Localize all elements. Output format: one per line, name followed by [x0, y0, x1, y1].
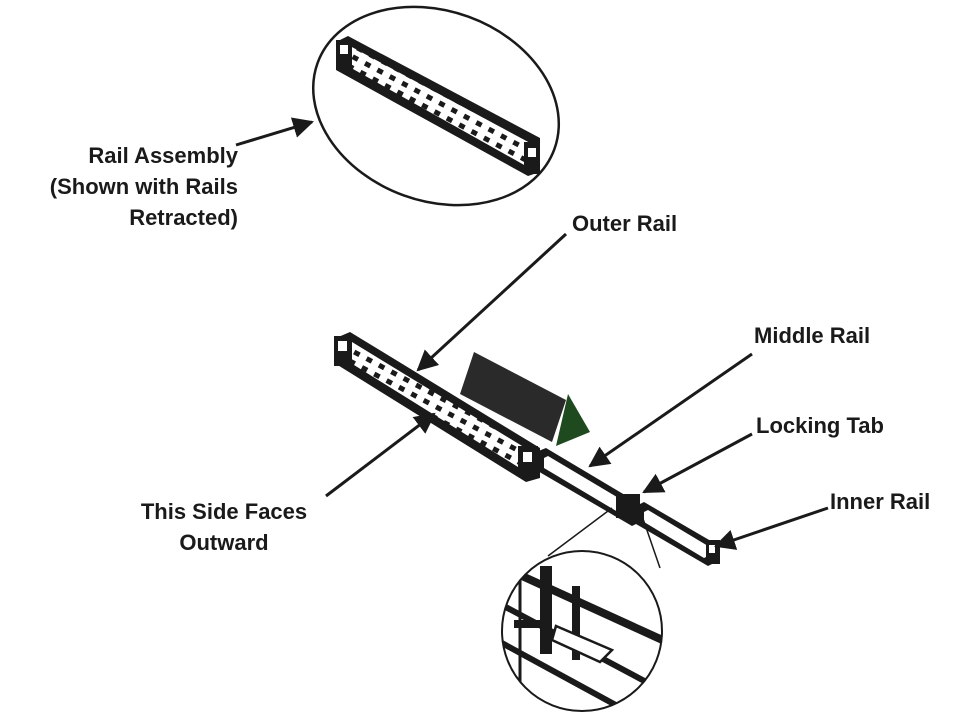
- rail-assembly-pointer: [235, 117, 315, 147]
- rail-assembly-label: Rail Assembly (Shown with Rails Retracte…: [49, 143, 238, 230]
- rail-assembly-callout: [311, 5, 561, 207]
- pointer-arrows: [235, 117, 829, 550]
- outward-side-pointer: [325, 412, 436, 498]
- direction-arrow-body: [460, 352, 566, 442]
- locking-tab-pointer: [642, 432, 753, 494]
- outer-rail-label: Outer Rail: [572, 211, 678, 236]
- direction-arrow-head: [556, 394, 590, 446]
- locking-tab-label: Locking Tab: [756, 413, 884, 438]
- direction-arrow: [460, 352, 590, 446]
- middle-rail-label: Middle Rail: [754, 323, 871, 348]
- outer-rail-pointer: [416, 232, 568, 372]
- middle-rail-pointer: [588, 352, 753, 468]
- retracted-rail-image: [336, 36, 540, 176]
- locking-tab-zoom: [501, 507, 663, 712]
- inner-rail-pointer: [714, 506, 829, 550]
- rail-assembly-oval: [311, 5, 561, 207]
- extended-rail-image: [334, 332, 720, 566]
- inner-rail-label: Inner Rail: [830, 489, 931, 514]
- this-side-faces-outward-label: This Side Faces Outward: [140, 499, 308, 555]
